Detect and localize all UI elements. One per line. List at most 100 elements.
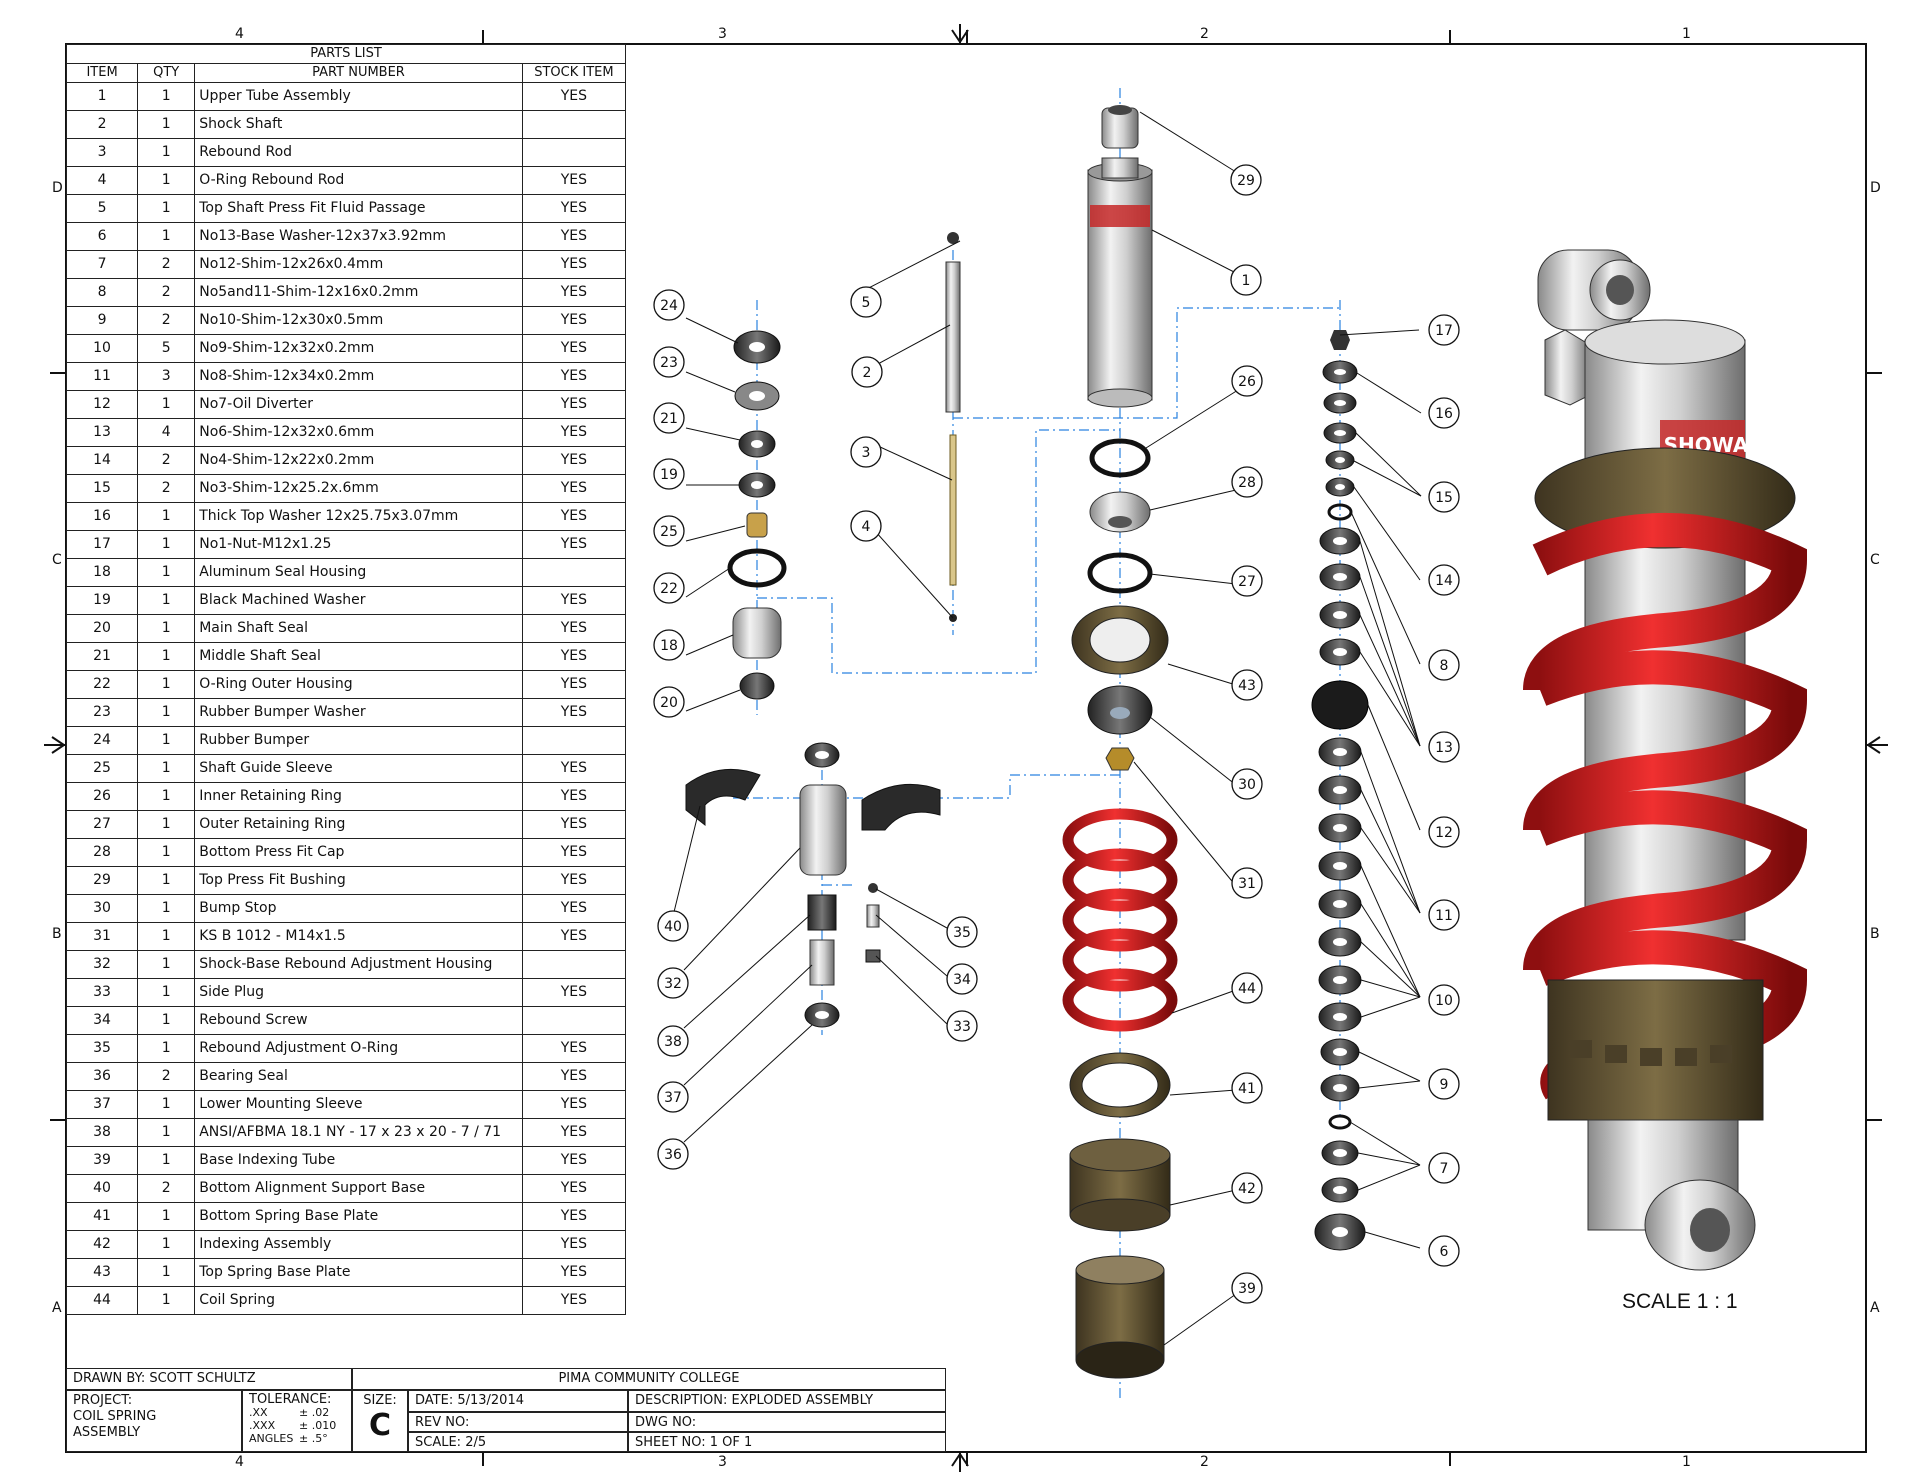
balloon-31: 31 <box>1231 867 1263 899</box>
balloon-circle <box>946 1010 978 1042</box>
size-value: C <box>368 1408 392 1443</box>
cell-stock-item: YES <box>521 642 627 671</box>
balloon-circle <box>1231 669 1263 701</box>
zone-label-right-c: C <box>1870 552 1880 568</box>
balloon-circle <box>1230 164 1262 196</box>
balloon-circle <box>850 436 882 468</box>
cell-stock-item: YES <box>521 1258 627 1287</box>
balloon-label: 27 <box>1238 574 1256 590</box>
cell-part-number: Coil Spring <box>194 1286 523 1315</box>
cell-quantity: 1 <box>137 838 196 867</box>
balloon-label: 19 <box>660 467 678 483</box>
cell-stock-item: YES <box>521 166 627 195</box>
part-41-bottom-spring-base-plate <box>1069 1052 1171 1118</box>
balloon-circle <box>1231 768 1263 800</box>
cell-stock-item: YES <box>521 810 627 839</box>
cell-quantity: 1 <box>137 586 196 615</box>
cell-item-number: 11 <box>65 362 139 391</box>
parts-list-table: PARTS LIST ITEM QTY PART NUMBER STOCK IT… <box>65 44 627 1315</box>
balloon-label: 44 <box>1238 981 1256 997</box>
zone-ticks <box>50 30 1882 1466</box>
balloon-34: 34 <box>946 963 978 995</box>
cell-part-number: Bump Stop <box>194 894 523 923</box>
cell-part-number: Rubber Bumper Washer <box>194 698 523 727</box>
zone-label-top-3: 3 <box>718 26 727 42</box>
cell-stock-item: YES <box>521 1090 627 1119</box>
balloon-label: 17 <box>1435 323 1453 339</box>
tolerance-xxx-value: ± .010 <box>299 1419 337 1432</box>
balloon-2: 2 <box>851 356 883 388</box>
cell-stock-item <box>521 950 627 979</box>
balloon-label: 23 <box>660 355 678 371</box>
balloon-5: 5 <box>850 286 882 318</box>
balloon-circle <box>657 910 689 942</box>
cell-item-number: 2 <box>65 110 139 139</box>
tolerance-xxx-label: .XXX <box>249 1419 276 1432</box>
balloon-11: 11 <box>1428 899 1460 931</box>
balloon-circle <box>1231 466 1263 498</box>
cell-stock-item: YES <box>521 250 627 279</box>
part-30-bump-stop <box>1087 685 1153 735</box>
balloon-15: 15 <box>1428 481 1460 513</box>
balloon-label: 5 <box>862 295 871 311</box>
zone-label-top-4: 4 <box>235 26 244 42</box>
zone-label-left-a: A <box>52 1300 62 1316</box>
zone-label-bottom-2: 2 <box>1200 1454 1209 1470</box>
balloon-circle <box>1231 365 1263 397</box>
column-header-part-number: PART NUMBER <box>194 63 523 83</box>
cell-quantity: 2 <box>137 278 196 307</box>
balloon-label: 29 <box>1237 173 1255 189</box>
balloon-label: 15 <box>1435 490 1453 506</box>
cell-item-number: 24 <box>65 726 139 755</box>
cell-part-number: No1-Nut-M12x1.25 <box>194 530 523 559</box>
balloon-label: 38 <box>664 1034 682 1050</box>
cell-item-number: 33 <box>65 978 139 1007</box>
cell-stock-item: YES <box>521 1230 627 1259</box>
cell-stock-item: YES <box>521 334 627 363</box>
balloon-label: 21 <box>660 411 678 427</box>
cell-item-number: 10 <box>65 334 139 363</box>
balloon-36: 36 <box>657 1138 689 1170</box>
balloon-6: 6 <box>1428 1235 1460 1267</box>
date-field: DATE: 5/13/2014 <box>408 1390 628 1412</box>
balloon-label: 40 <box>664 919 682 935</box>
balloon-21: 21 <box>653 402 685 434</box>
cell-part-number: O-Ring Rebound Rod <box>194 166 523 195</box>
cell-item-number: 34 <box>65 1006 139 1035</box>
cell-stock-item: YES <box>521 390 627 419</box>
balloon-circle <box>850 510 882 542</box>
cell-quantity: 1 <box>137 894 196 923</box>
column-header-qty: QTY <box>137 63 196 83</box>
part-27-outer-retaining-ring <box>1087 552 1153 594</box>
cell-part-number: No5and11-Shim-12x16x0.2mm <box>194 278 523 307</box>
balloon-circle <box>657 1081 689 1113</box>
cell-item-number: 6 <box>65 222 139 251</box>
balloon-label: 12 <box>1435 825 1453 841</box>
balloon-23: 23 <box>653 346 685 378</box>
cell-part-number: Outer Retaining Ring <box>194 810 523 839</box>
balloon-circle <box>1230 264 1262 296</box>
cell-stock-item: YES <box>521 306 627 335</box>
part-5-fluid-passage <box>947 232 959 244</box>
part-39-base-indexing-tube <box>1075 1255 1165 1379</box>
balloon-7: 7 <box>1428 1152 1460 1184</box>
balloon-label: 10 <box>1435 993 1453 1009</box>
cell-stock-item <box>521 110 627 139</box>
drawn-by: DRAWN BY: SCOTT SCHULTZ <box>66 1368 352 1390</box>
cell-part-number: No3-Shim-12x25.2x.6mm <box>194 474 523 503</box>
cell-item-number: 28 <box>65 838 139 867</box>
balloon-circle <box>1428 984 1460 1016</box>
balloon-12: 12 <box>1428 816 1460 848</box>
seal-stack <box>727 330 787 700</box>
balloon-25: 25 <box>653 515 685 547</box>
balloon-label: 3 <box>862 445 871 461</box>
cell-part-number: KS B 1012 - M14x1.5 <box>194 922 523 951</box>
balloon-circle <box>653 686 685 718</box>
